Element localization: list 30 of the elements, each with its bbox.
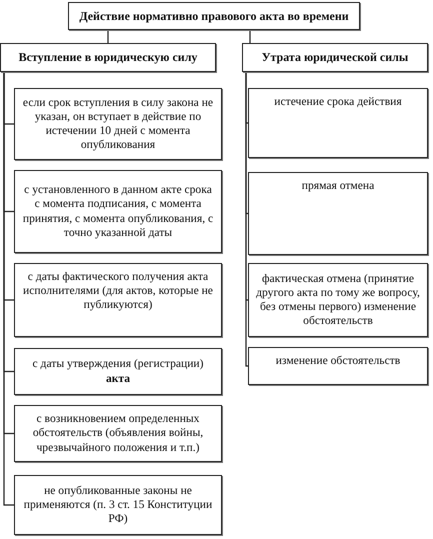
box-text: с даты утверждения (регистрации) акта bbox=[32, 357, 204, 386]
heading-box bbox=[68, 2, 360, 30]
box-text: фактическая отмена (принятие другого акта по тому же вопросу, без отмены первого) изменение обстоятельств bbox=[255, 272, 421, 328]
text-box bbox=[14, 475, 222, 535]
connector-line bbox=[107, 30, 109, 43]
box-text: с возникновением определенных обстоятельств (объявления войны, чрезвычайного положения и т.п.) bbox=[32, 412, 204, 455]
text-box bbox=[248, 263, 428, 337]
box-text: Действие нормативно правового акта во времени bbox=[79, 8, 349, 24]
box-text: истечение срока действия bbox=[274, 95, 402, 110]
text-box bbox=[14, 348, 222, 395]
heading-box bbox=[0, 43, 216, 72]
box-text: если срок вступления в силу закона не указан, он вступает в действие по истечении 10 дней с момента опубликования bbox=[22, 96, 214, 152]
connector-line bbox=[245, 72, 248, 367]
text-box bbox=[248, 347, 428, 385]
heading-box bbox=[242, 43, 428, 72]
text-box bbox=[14, 263, 222, 337]
box-text: не опубликованные законы не применяются (п. 3 ст. 15 Конституции РФ) bbox=[22, 484, 214, 526]
text-box bbox=[248, 172, 428, 255]
text-box bbox=[248, 88, 428, 158]
text-box bbox=[14, 88, 222, 160]
box-text: Вступление в юридическую силу bbox=[18, 50, 198, 65]
box-text: с установленного в данном акте срока с момента подписания, с момента принятия, с момента опубликования, с точно указанной даты bbox=[22, 183, 214, 240]
box-text: Утрата юридической силы bbox=[262, 50, 408, 65]
connector-line bbox=[3, 72, 14, 506]
text-box bbox=[14, 170, 222, 253]
connector-line bbox=[249, 30, 251, 43]
box-text: прямая отмена bbox=[302, 179, 374, 194]
box-text: с даты фактического получения акта исполнителями (для актов, которые не публикуются) bbox=[22, 270, 214, 312]
text-box bbox=[14, 405, 222, 462]
box-text: изменение обстоятельств bbox=[276, 354, 400, 368]
